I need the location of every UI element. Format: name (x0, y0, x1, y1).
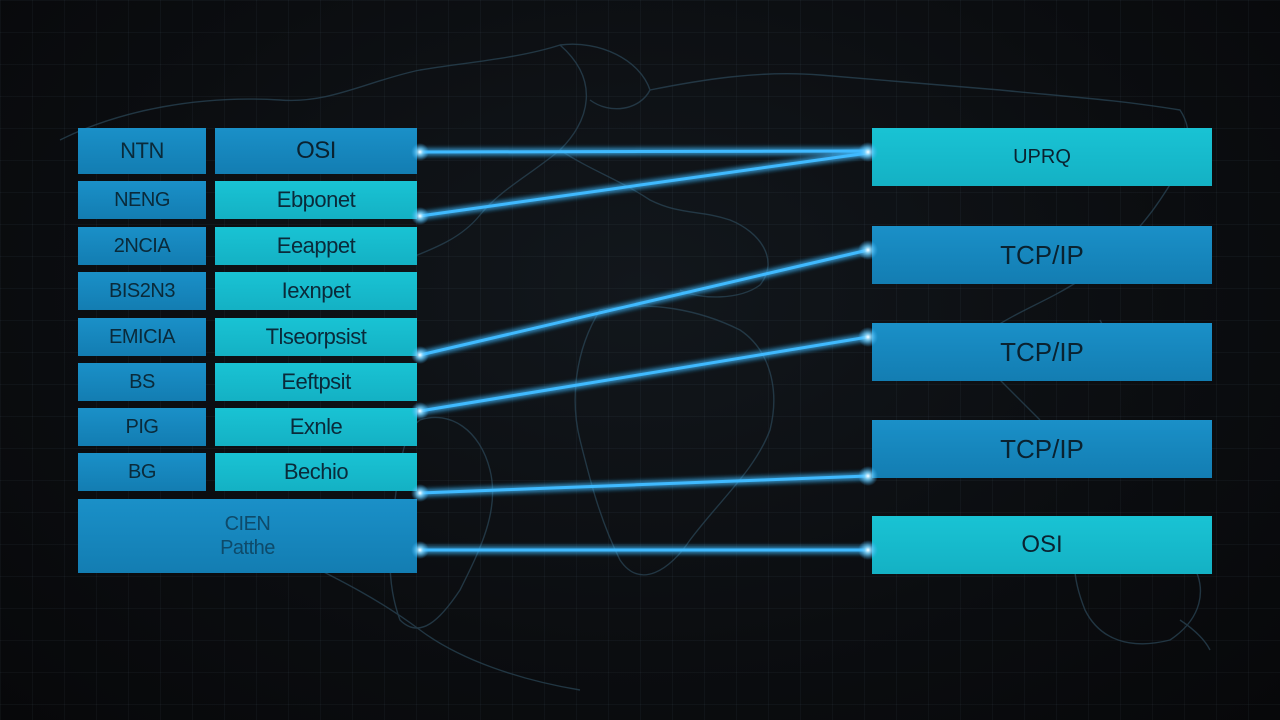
flare-left-6 (411, 541, 429, 559)
left-header-osi: OSI (215, 128, 417, 174)
left-row-5-label: BS (78, 363, 206, 401)
link-osi-to-box-1 (418, 149, 870, 154)
map-greenland (559, 43, 651, 110)
left-footer-line-1: CIEN (224, 513, 271, 535)
left-footer-line-2: Patthe (220, 537, 275, 559)
map-south-america (389, 416, 494, 629)
right-box-4: TCP/IP (872, 420, 1212, 478)
left-row-4-label: EMICIA (78, 318, 206, 356)
left-row-2-value: Eeappet (215, 227, 417, 265)
flare-left-2 (411, 207, 429, 225)
left-row-1-value: Ebponet (215, 181, 417, 219)
flare-left-3 (411, 346, 429, 364)
left-row-2-label: 2NCIA (78, 227, 206, 265)
left-row-5-value: Eeftpsit (215, 363, 417, 401)
right-box-3: TCP/IP (872, 323, 1212, 381)
left-row-3-value: Iexnpet (215, 272, 417, 310)
flare-right-1 (858, 142, 878, 162)
flare-right-3 (858, 327, 878, 347)
flare-right-4 (858, 466, 878, 486)
map-africa (574, 305, 775, 576)
left-header-ntn: NTN (78, 128, 206, 174)
link-row-4-to-box-2 (418, 248, 870, 357)
left-row-7-value: Bechio (215, 453, 417, 491)
right-box-5: OSI (872, 516, 1212, 574)
flare-left-4 (411, 402, 429, 420)
flare-right-2 (858, 240, 878, 260)
left-row-1-label: NENG (78, 181, 206, 219)
flare-left-1 (411, 143, 429, 161)
link-row-5-to-box-3 (418, 335, 870, 413)
left-row-7-label: BG (78, 453, 206, 491)
right-box-2: TCP/IP (872, 226, 1212, 284)
map-southern-landmass (299, 559, 581, 691)
flare-left-5 (411, 484, 429, 502)
left-row-3-label: BIS2N3 (78, 272, 206, 310)
right-box-1: UPRQ (872, 128, 1212, 186)
link-row-7-to-box-4 (418, 474, 870, 495)
link-row-1-to-box-1 (418, 151, 870, 218)
left-row-6-value: Exnle (215, 408, 417, 446)
left-row-4-value: Tlseorpsist (215, 318, 417, 356)
map-europe (559, 149, 769, 298)
left-row-6-label: PIG (78, 408, 206, 446)
flare-right-5 (858, 540, 878, 560)
left-footer: CIEN Patthe (78, 499, 417, 573)
